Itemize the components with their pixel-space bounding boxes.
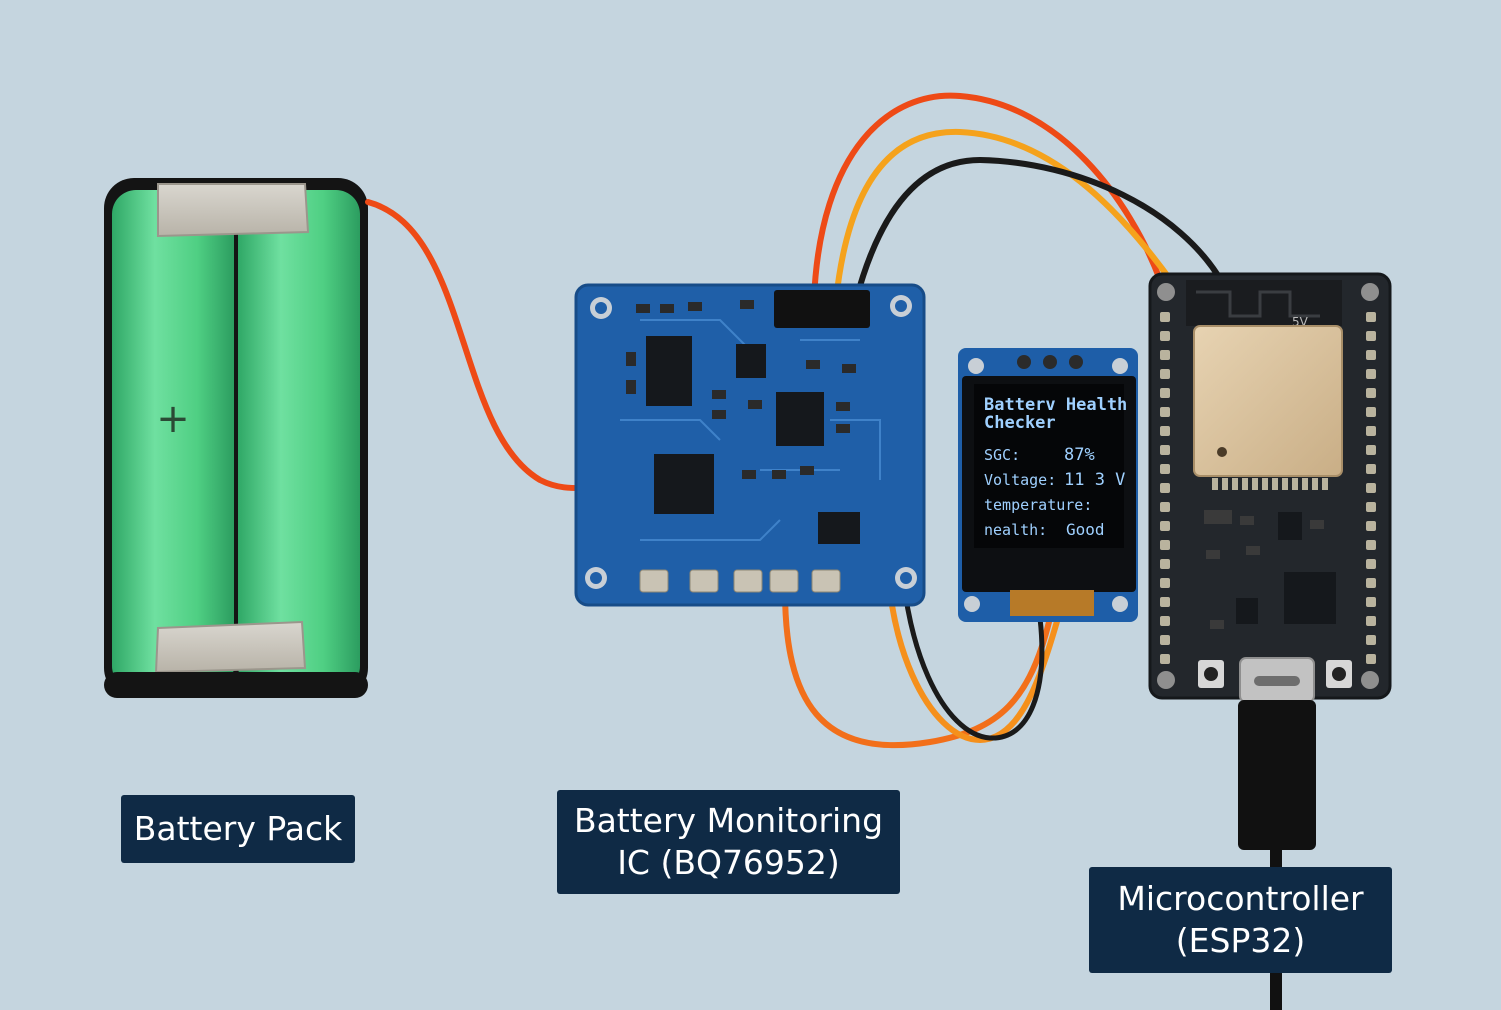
esp32-antenna xyxy=(1186,280,1342,326)
usb-plug xyxy=(1238,700,1316,850)
oled-screen xyxy=(974,384,1124,548)
microcontroller-label-line2: (ESP32) xyxy=(1175,921,1306,960)
bms-chip-1 xyxy=(646,336,692,406)
esp32-usb-chip xyxy=(1284,572,1336,624)
wire-bms-to-oled-b xyxy=(884,517,1061,744)
bms-label-line2: IC (BQ76952) xyxy=(617,843,840,882)
battery-pack-label-text: Battery Pack xyxy=(133,809,343,848)
bms-header-connector xyxy=(774,290,870,328)
oled-module: Batterv Health Checker SGC: 87% Voltage:… xyxy=(958,348,1138,622)
wire-red-bms-to-mcu xyxy=(811,92,1163,303)
bms-label: Battery Monitoring IC (BQ76952) xyxy=(557,790,900,894)
esp32-module-shield xyxy=(1193,325,1343,477)
oled-soc-label: SGC: xyxy=(984,446,1020,464)
oled-health-value: Good xyxy=(1066,520,1105,539)
oled-title-line1: Batterv Health xyxy=(984,395,1127,415)
wire-black-bms-to-mcu xyxy=(853,156,1225,303)
wire-bms-to-oled-a xyxy=(782,587,1053,749)
oled-title-line2: Checker xyxy=(984,413,1056,433)
battery-pack-label: Battery Pack xyxy=(121,795,355,863)
esp32-board: 5V xyxy=(1148,272,1392,850)
oled-voltage-label: Voltage: xyxy=(984,471,1056,489)
battery-pack: + xyxy=(104,178,368,698)
wire-bms-to-oled-c xyxy=(897,517,1045,741)
microcontroller-label: Microcontroller (ESP32) xyxy=(1089,867,1392,973)
bms-chip-main xyxy=(654,454,714,514)
esp32-pins-right xyxy=(1366,312,1376,664)
battery-cell-left xyxy=(112,190,234,690)
wire-battery-to-bms xyxy=(365,199,603,492)
nickel-strip-top xyxy=(157,183,310,238)
oled-health-label: nealth: xyxy=(984,521,1047,539)
battery-cell-right xyxy=(238,190,360,690)
positive-terminal-symbol: + xyxy=(156,396,190,442)
oled-voltage-value: 11 3 V xyxy=(1064,470,1125,490)
wire-orange-bms-to-mcu xyxy=(833,128,1175,303)
esp32-pins-left xyxy=(1160,312,1170,664)
bms-chip-2 xyxy=(776,392,824,446)
oled-soc-value: 87% xyxy=(1064,445,1095,465)
bms-label-line1: Battery Monitoring xyxy=(573,801,884,840)
microcontroller-label-line1: Microcontroller xyxy=(1117,879,1364,918)
oled-temperature-label: temperature: xyxy=(984,496,1092,514)
bms-board xyxy=(574,283,926,607)
nickel-strip-bottom xyxy=(154,620,307,674)
